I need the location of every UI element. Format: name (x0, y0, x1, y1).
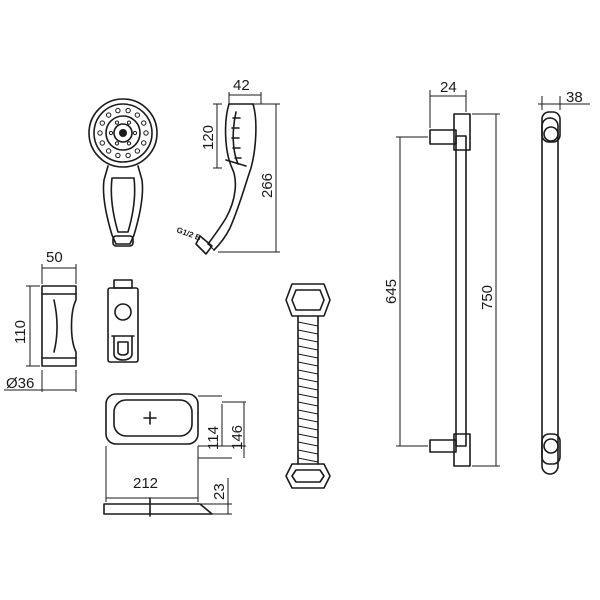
hose-rib (297, 361, 319, 367)
dish-depth-dim: 23 (211, 483, 228, 500)
nozzle (114, 141, 120, 146)
nozzle (114, 120, 120, 125)
nozzle (125, 152, 131, 159)
handshower-length-dim: 266 (259, 173, 276, 198)
nozzle (134, 148, 141, 154)
dish-width-dim: 212 (133, 475, 158, 492)
hose-rib (297, 353, 319, 359)
nozzle (115, 152, 121, 159)
hose-rib (297, 369, 319, 375)
nozzle (99, 120, 105, 126)
nozzle (105, 112, 112, 118)
holder-diameter-dim: Ø36 (6, 375, 34, 392)
hose-rib (297, 425, 319, 431)
dish-height-inner-dim: 114 (205, 426, 222, 450)
head-height-dim: 120 (200, 125, 217, 150)
dish-height-outer-dim: 146 (229, 425, 246, 450)
soap-dish: 114 146 212 23 (103, 393, 246, 517)
nozzle (143, 130, 149, 136)
hose-rib (297, 457, 319, 463)
hose-rib (297, 345, 319, 351)
nozzle (108, 130, 114, 136)
nozzle (134, 112, 141, 118)
handshower-side-view: G1/2 B 42 120 266 (175, 77, 280, 255)
holder-height-dim: 110 (12, 320, 29, 344)
bracket-width-dim: 24 (440, 79, 457, 96)
slide-rail-front-view: 24 645 750 (383, 79, 500, 467)
hose-rib (297, 417, 319, 423)
nozzle (99, 140, 105, 146)
nozzle (132, 130, 138, 136)
hose-rib (297, 337, 319, 343)
nozzle (141, 120, 147, 126)
hose-rib (297, 321, 319, 327)
holder-views: 50 110 Ø36 (4, 249, 139, 392)
hose-rib (297, 409, 319, 415)
hose-rib (297, 441, 319, 447)
nozzle (126, 141, 132, 146)
slide-rail-side-view: 38 (538, 89, 590, 475)
hose-rib (297, 393, 319, 399)
hose-ribs (297, 321, 319, 463)
shower-hose (285, 283, 331, 489)
thread-label: G1/2 B (175, 225, 202, 242)
nozzle (125, 107, 131, 114)
rail-length-dim: 750 (479, 285, 496, 310)
nozzle (105, 148, 112, 154)
hose-rib (297, 385, 319, 391)
nozzle (141, 140, 147, 146)
hose-rib (297, 401, 319, 407)
nozzle (115, 107, 121, 114)
hose-rib (297, 329, 319, 335)
nozzle (126, 120, 132, 125)
holder-width-dim: 50 (46, 249, 63, 266)
head-width-dim: 42 (233, 77, 250, 94)
hose-rib (297, 433, 319, 439)
bracket-spacing-dim: 645 (383, 279, 400, 304)
rail-depth-dim: 38 (566, 89, 583, 106)
nozzle (97, 130, 103, 136)
handshower-front-view (88, 98, 158, 247)
hose-rib (297, 449, 319, 455)
hose-rib (297, 377, 319, 383)
spray-nozzles (97, 107, 149, 159)
